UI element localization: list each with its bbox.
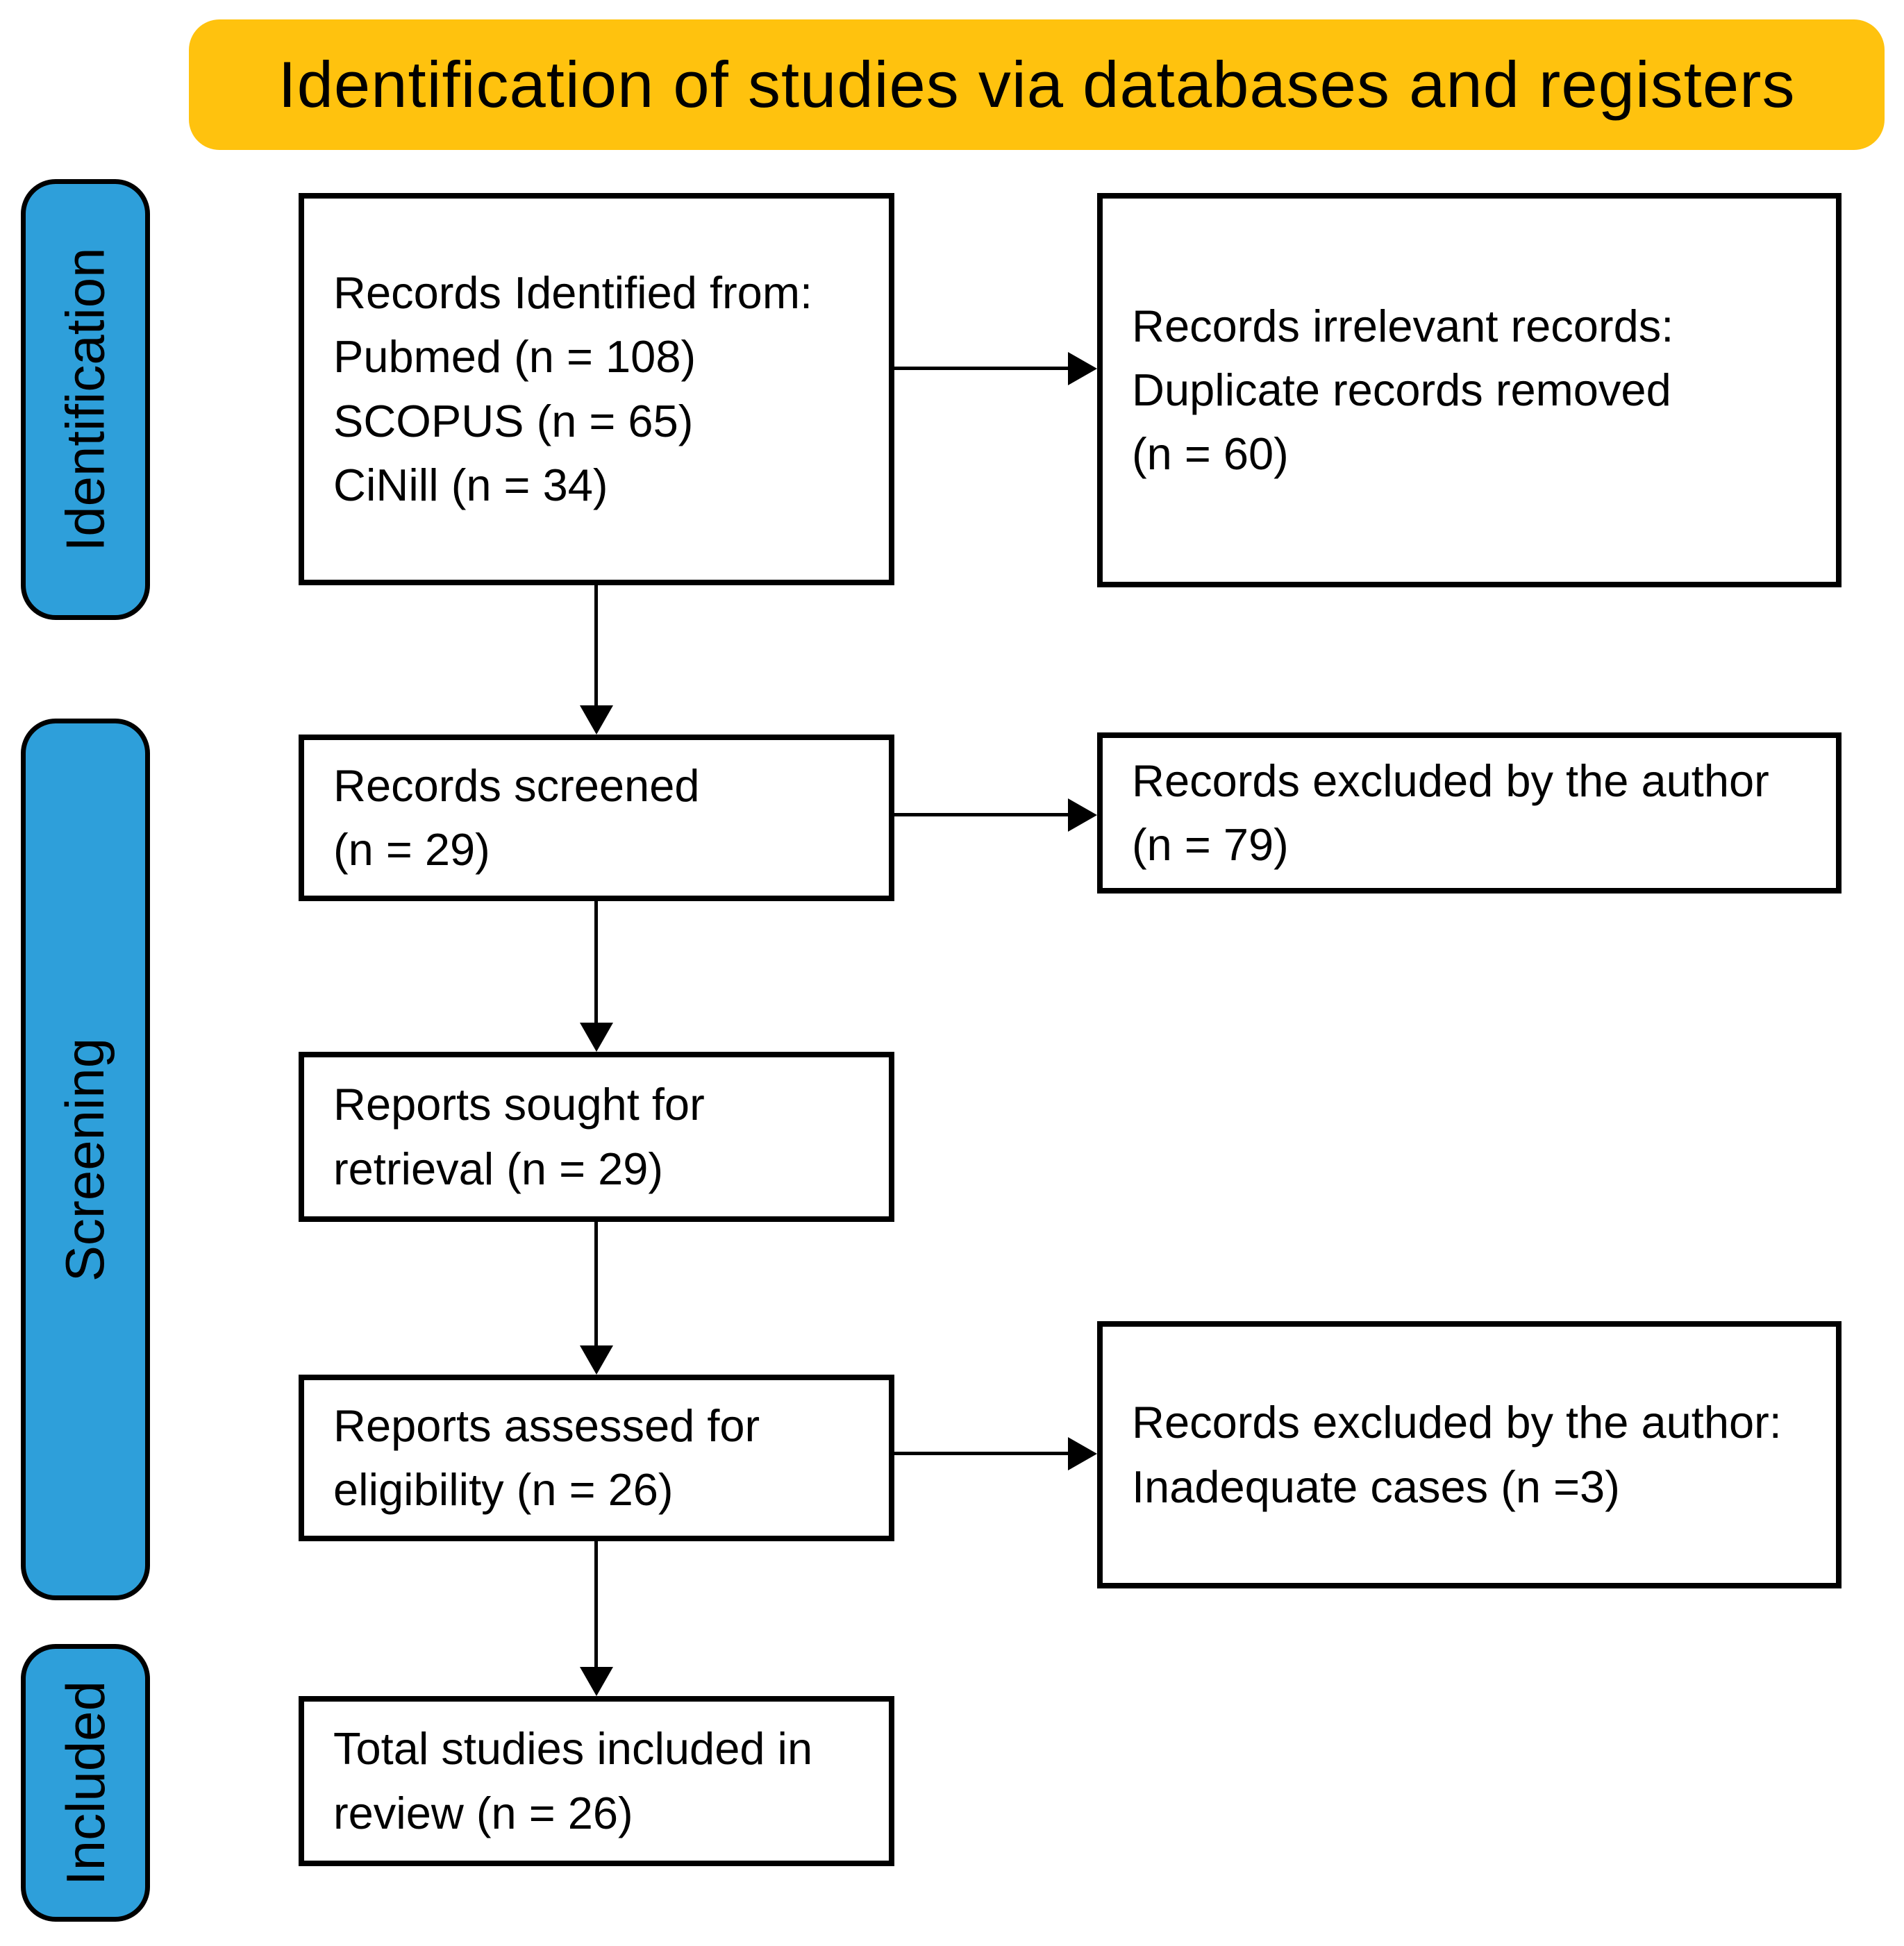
box-reports-assessed-text: Reports assessed for eligibility (n = 26… [333, 1400, 760, 1515]
box-records-excluded-inadequate-text: Records excluded by the author: Inadequa… [1132, 1397, 1782, 1512]
arrow-right-icon [1068, 352, 1097, 385]
arrow-line [894, 367, 1068, 370]
stage-included: Included [21, 1644, 150, 1922]
arrow-line [594, 1541, 598, 1668]
arrow-right-icon [1068, 798, 1097, 832]
arrow-right-icon [1068, 1437, 1097, 1470]
stage-identification: Identification [21, 179, 150, 620]
arrow-down-icon [580, 1345, 613, 1375]
arrow-down-icon [580, 705, 613, 735]
stage-included-label: Included [54, 1680, 116, 1886]
arrow-line [894, 1452, 1068, 1455]
box-duplicates-removed: Records irrelevant records: Duplicate re… [1097, 193, 1842, 587]
box-records-screened: Records screened (n = 29) [299, 735, 894, 901]
box-total-included-text: Total studies included in review (n = 26… [333, 1723, 813, 1838]
arrow-line [594, 585, 598, 707]
diagram-title: Identification of studies via databases … [278, 48, 1796, 121]
box-records-excluded-author: Records excluded by the author (n = 79) [1097, 732, 1842, 894]
arrow-down-icon [580, 1023, 613, 1052]
box-reports-assessed: Reports assessed for eligibility (n = 26… [299, 1375, 894, 1541]
arrow-line [594, 901, 598, 1024]
box-records-excluded-author-text: Records excluded by the author (n = 79) [1132, 755, 1769, 870]
box-records-excluded-inadequate: Records excluded by the author: Inadequa… [1097, 1321, 1842, 1588]
box-reports-sought-text: Reports sought for retrieval (n = 29) [333, 1079, 705, 1194]
stage-screening-label: Screening [54, 1037, 116, 1282]
stage-identification-label: Identification [54, 247, 116, 552]
arrow-line [594, 1222, 598, 1347]
box-reports-sought: Reports sought for retrieval (n = 29) [299, 1052, 894, 1222]
box-records-screened-text: Records screened (n = 29) [333, 760, 700, 875]
box-total-included: Total studies included in review (n = 26… [299, 1696, 894, 1866]
arrow-down-icon [580, 1667, 613, 1696]
box-duplicates-removed-text: Records irrelevant records: Duplicate re… [1132, 300, 1674, 480]
stage-screening: Screening [21, 719, 150, 1600]
box-records-identified-text: Records Identified from: Pubmed (n = 108… [333, 267, 813, 510]
box-records-identified: Records Identified from: Pubmed (n = 108… [299, 193, 894, 585]
arrow-line [894, 813, 1068, 816]
title-banner: Identification of studies via databases … [189, 19, 1885, 150]
